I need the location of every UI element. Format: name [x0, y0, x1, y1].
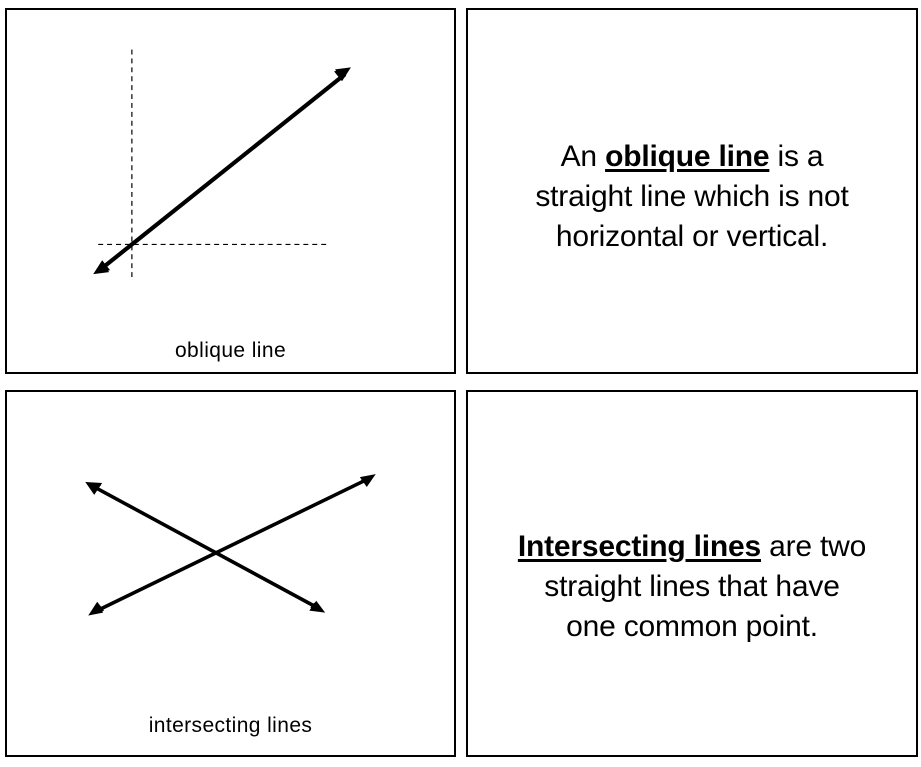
definition-text-oblique: An oblique line is a straight line which…	[522, 137, 862, 257]
definition-suffix: are two straight lines that have one com…	[544, 530, 867, 643]
definition-prefix: An	[560, 140, 606, 173]
intersecting-line-b	[88, 474, 376, 616]
oblique-line-diagram	[7, 10, 454, 372]
card-picture-intersecting[interactable]: intersecting lines	[5, 390, 456, 757]
picture-label-intersecting-lines: intersecting lines	[148, 714, 313, 737]
definition-suffix: is a straight line which is not horizont…	[535, 140, 849, 253]
picture-label-oblique-line: oblique line	[174, 339, 287, 362]
intersecting-lines-diagram	[7, 392, 454, 755]
card-picture-oblique[interactable]: oblique line	[5, 8, 456, 374]
card-definition-oblique[interactable]: An oblique line is a straight line which…	[466, 8, 918, 374]
intersecting-line-a	[85, 482, 326, 613]
definition-text-intersecting: Intersecting lines are two straight line…	[517, 527, 867, 647]
definition-term-intersecting: Intersecting lines	[517, 530, 761, 563]
definition-term-oblique: oblique line	[605, 140, 770, 173]
card-definition-intersecting[interactable]: Intersecting lines are two straight line…	[466, 390, 918, 757]
oblique-ray	[93, 67, 351, 275]
